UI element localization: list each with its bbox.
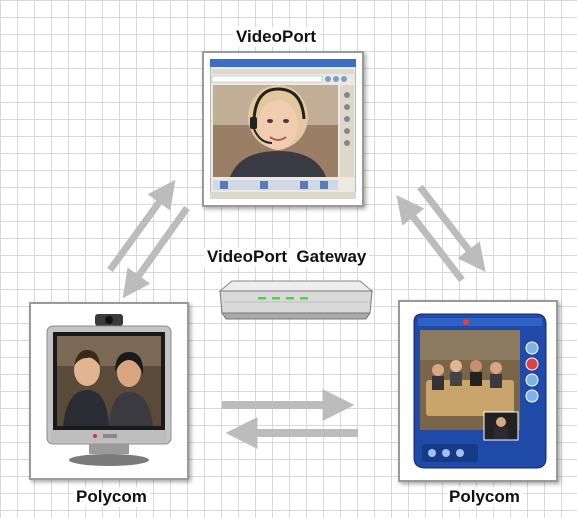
polycom-software-image [398,300,558,482]
videoport-label: VideoPort [233,27,319,47]
polycom-left-label: Polycom [73,487,150,507]
videoport-image [202,51,364,207]
arrow-left-up [107,179,176,273]
arrow-right-down [417,184,486,272]
polycom-right-label: Polycom [446,487,523,507]
gateway-device-image [218,280,374,320]
arrow-right-up [396,195,465,283]
gateway-label: VideoPort Gateway [204,247,370,267]
polycom-hardware-image [29,302,189,480]
arrow-left-down [122,205,190,299]
